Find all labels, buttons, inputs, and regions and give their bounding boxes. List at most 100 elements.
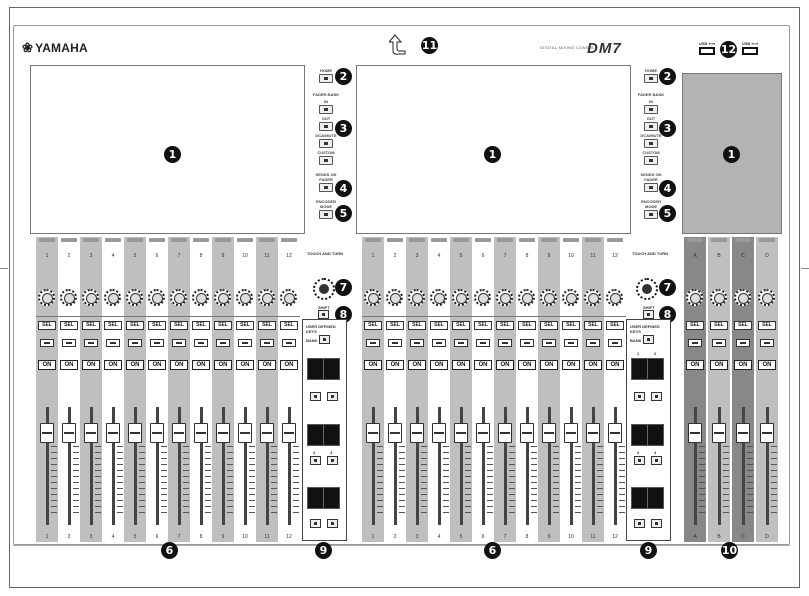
udk-button[interactable] (634, 392, 645, 401)
home-key[interactable] (319, 74, 333, 83)
fader-knob[interactable] (712, 423, 726, 443)
fader-knob[interactable] (736, 423, 750, 443)
fader-knob[interactable] (432, 423, 446, 443)
on-button[interactable]: ON (540, 360, 558, 370)
encoder-mode-key[interactable] (319, 210, 333, 219)
bank-out-button[interactable] (644, 122, 658, 131)
sel-button[interactable]: SEL (38, 321, 56, 330)
channel-encoder-knob[interactable] (126, 289, 143, 306)
channel-encoder-knob[interactable] (408, 289, 425, 306)
channel-encoder-knob[interactable] (170, 289, 187, 306)
channel-encoder-knob[interactable] (496, 289, 513, 306)
fader-knob[interactable] (366, 423, 380, 443)
on-button[interactable]: ON (452, 360, 470, 370)
encoder-mode-left[interactable]: ENCODER MODE (311, 199, 341, 219)
cue-button[interactable] (542, 339, 556, 347)
cue-button[interactable] (194, 339, 208, 347)
channel-encoder-knob[interactable] (758, 289, 775, 306)
on-button[interactable]: ON (126, 360, 144, 370)
sends-on-fader-left[interactable]: SENDS ON FADER (311, 172, 341, 192)
on-button[interactable]: ON (60, 360, 78, 370)
udk-button[interactable] (327, 392, 338, 401)
sel-button[interactable]: SEL (584, 321, 602, 330)
on-button[interactable]: ON (170, 360, 188, 370)
on-button[interactable]: ON (104, 360, 122, 370)
fader-knob[interactable] (520, 423, 534, 443)
fader-knob[interactable] (216, 423, 230, 443)
channel-encoder-knob[interactable] (386, 289, 403, 306)
on-button[interactable]: ON (734, 360, 752, 370)
fader-knob[interactable] (586, 423, 600, 443)
on-button[interactable]: ON (686, 360, 704, 370)
channel-encoder-knob[interactable] (214, 289, 231, 306)
on-button[interactable]: ON (562, 360, 580, 370)
cue-button[interactable] (40, 339, 54, 347)
udk-bank-button[interactable] (319, 335, 330, 344)
cue-button[interactable] (150, 339, 164, 347)
touch-and-turn-knob[interactable] (636, 278, 658, 300)
on-button[interactable]: ON (148, 360, 166, 370)
fader-knob[interactable] (498, 423, 512, 443)
fader-knob[interactable] (150, 423, 164, 443)
shift-button[interactable] (643, 310, 654, 319)
bank-custom-button[interactable] (319, 156, 333, 165)
sel-button[interactable]: SEL (82, 321, 100, 330)
udk-button[interactable] (310, 519, 321, 528)
cue-button[interactable] (498, 339, 512, 347)
fader-knob[interactable] (564, 423, 578, 443)
fader-knob[interactable] (84, 423, 98, 443)
channel-encoder-knob[interactable] (192, 289, 209, 306)
sends-on-fader-center[interactable]: SENDS ON FADER (636, 172, 666, 192)
fader-knob[interactable] (62, 423, 76, 443)
cue-button[interactable] (712, 339, 726, 347)
channel-encoder-knob[interactable] (148, 289, 165, 306)
fader-knob[interactable] (410, 423, 424, 443)
channel-encoder-knob[interactable] (474, 289, 491, 306)
on-button[interactable]: ON (430, 360, 448, 370)
sel-button[interactable]: SEL (386, 321, 404, 330)
cue-button[interactable] (172, 339, 186, 347)
channel-encoder-knob[interactable] (104, 289, 121, 306)
sel-button[interactable]: SEL (364, 321, 382, 330)
sel-button[interactable]: SEL (686, 321, 704, 330)
sel-button[interactable]: SEL (452, 321, 470, 330)
encoder-mode-key[interactable] (644, 210, 658, 219)
on-button[interactable]: ON (584, 360, 602, 370)
sel-button[interactable]: SEL (606, 321, 624, 330)
on-button[interactable]: ON (82, 360, 100, 370)
udk-button[interactable] (327, 519, 338, 528)
udk-button[interactable] (634, 456, 645, 465)
sel-button[interactable]: SEL (408, 321, 426, 330)
on-button[interactable]: ON (258, 360, 276, 370)
fader-knob[interactable] (260, 423, 274, 443)
sel-button[interactable]: SEL (192, 321, 210, 330)
encoder-mode-center[interactable]: ENCODER MODE (636, 199, 666, 219)
sel-button[interactable]: SEL (236, 321, 254, 330)
sel-button[interactable]: SEL (474, 321, 492, 330)
on-button[interactable]: ON (364, 360, 382, 370)
cue-button[interactable] (238, 339, 252, 347)
cue-button[interactable] (410, 339, 424, 347)
sel-button[interactable]: SEL (496, 321, 514, 330)
home-button-left[interactable]: HOME (311, 68, 341, 83)
on-button[interactable]: ON (192, 360, 210, 370)
shift-button[interactable] (318, 310, 329, 319)
bank-dca-button[interactable] (644, 139, 658, 148)
on-button[interactable]: ON (236, 360, 254, 370)
on-button[interactable]: ON (214, 360, 232, 370)
bank-in-button[interactable] (319, 105, 333, 114)
channel-encoder-knob[interactable] (236, 289, 253, 306)
sel-button[interactable]: SEL (104, 321, 122, 330)
fader-knob[interactable] (454, 423, 468, 443)
channel-encoder-knob[interactable] (584, 289, 601, 306)
channel-encoder-knob[interactable] (280, 289, 297, 306)
sel-button[interactable]: SEL (214, 321, 232, 330)
on-button[interactable]: ON (710, 360, 728, 370)
sends-key[interactable] (644, 183, 658, 192)
touch-and-turn-knob[interactable] (313, 278, 335, 300)
on-button[interactable]: ON (606, 360, 624, 370)
sends-key[interactable] (319, 183, 333, 192)
cue-button[interactable] (216, 339, 230, 347)
sel-button[interactable]: SEL (126, 321, 144, 330)
touch-screen-left[interactable] (30, 65, 305, 234)
